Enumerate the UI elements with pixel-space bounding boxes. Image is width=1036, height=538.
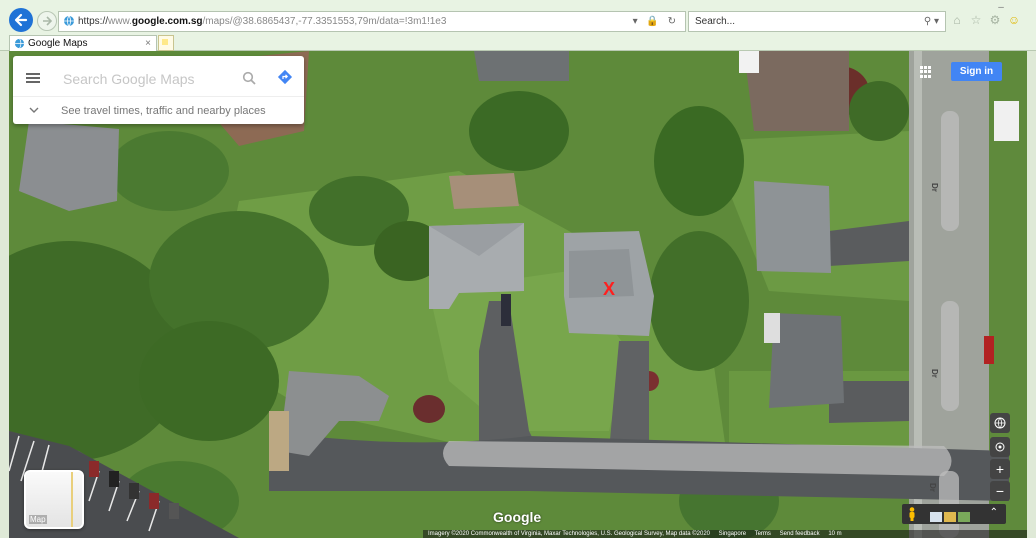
satellite-imagery bbox=[9, 51, 1027, 538]
minimize-icon[interactable]: – bbox=[998, 2, 1004, 13]
maps-search-input[interactable] bbox=[61, 68, 235, 90]
url-subdomain: www. bbox=[108, 16, 132, 27]
satellite-map[interactable]: X Dr Dr Dr See travel times, traffic and… bbox=[9, 51, 1027, 538]
search-dropdown-icon[interactable]: ⚲ ▾ bbox=[923, 16, 939, 27]
card-divider bbox=[13, 96, 304, 97]
browser-search-placeholder: Search... bbox=[695, 16, 736, 27]
scale-label[interactable]: 10 m bbox=[828, 531, 842, 537]
address-bar[interactable]: https://www.google.com.sg/maps/@38.68654… bbox=[58, 11, 686, 32]
map-layer-toggle[interactable]: Map bbox=[24, 470, 84, 529]
toolbar-icons: ⌂ ☆ ⚙ ☺ – bbox=[950, 2, 1030, 29]
arrow-right-icon bbox=[43, 16, 53, 26]
imagery-thumbnails[interactable] bbox=[930, 509, 972, 527]
tab-google-maps[interactable]: Google Maps × bbox=[9, 35, 157, 51]
feedback-smiley-icon[interactable]: ☺ bbox=[1007, 13, 1021, 27]
zoom-in-button[interactable]: + bbox=[990, 459, 1010, 479]
search-icon[interactable] bbox=[242, 71, 256, 85]
map-attribution: Imagery ©2020 Commonwealth of Virginia, … bbox=[423, 530, 1027, 538]
my-location-button[interactable] bbox=[990, 437, 1010, 457]
street-label: Dr bbox=[928, 483, 937, 492]
tab-title: Google Maps bbox=[28, 38, 88, 49]
sign-in-button[interactable]: Sign in bbox=[951, 62, 1002, 81]
google-logo: Google bbox=[493, 509, 542, 525]
chevron-down-icon[interactable] bbox=[29, 106, 39, 114]
expand-up-icon[interactable]: ⌃ bbox=[989, 507, 998, 518]
settings-gear-icon[interactable]: ⚙ bbox=[989, 13, 1001, 27]
street-view-bar: ⌃ bbox=[902, 504, 1006, 524]
tab-favicon-icon bbox=[14, 38, 25, 49]
url-text: https://www.google.com.sg/maps/@38.68654… bbox=[78, 12, 446, 31]
maps-search-card: See travel times, traffic and nearby pla… bbox=[13, 56, 304, 124]
travel-times-link[interactable]: See travel times, traffic and nearby pla… bbox=[61, 105, 266, 117]
hamburger-menu-icon[interactable] bbox=[26, 73, 40, 83]
new-tab-button[interactable] bbox=[158, 35, 174, 51]
url-path: /maps/@38.6865437,-77.3351553,79m/data=!… bbox=[202, 16, 447, 27]
url-scheme: https:// bbox=[78, 16, 109, 27]
street-label: Dr bbox=[930, 369, 939, 378]
tab-close-button[interactable]: × bbox=[145, 38, 151, 49]
google-apps-icon[interactable] bbox=[920, 66, 932, 78]
street-label: Dr bbox=[930, 183, 939, 192]
layer-label: Map bbox=[29, 515, 47, 524]
arrow-left-icon bbox=[14, 13, 28, 27]
region-link[interactable]: Singapore bbox=[718, 531, 747, 537]
globe-icon bbox=[994, 417, 1006, 429]
browser-search-box[interactable]: Search... ⚲ ▾ bbox=[688, 11, 946, 32]
attribution-text: Imagery ©2020 Commonwealth of Virginia, … bbox=[428, 531, 710, 537]
home-icon[interactable]: ⌂ bbox=[953, 13, 961, 27]
back-button[interactable] bbox=[9, 8, 33, 32]
browser-chrome: https://www.google.com.sg/maps/@38.68654… bbox=[0, 0, 1036, 51]
globe-view-button[interactable] bbox=[990, 413, 1010, 433]
favorites-star-icon[interactable]: ☆ bbox=[970, 13, 982, 27]
pegman-icon[interactable] bbox=[908, 507, 916, 521]
address-controls[interactable]: ▾ 🔒 ↻ bbox=[632, 16, 679, 27]
forward-button[interactable] bbox=[37, 11, 57, 31]
terms-link[interactable]: Terms bbox=[754, 531, 771, 537]
location-marker: X bbox=[603, 279, 616, 299]
location-target-icon bbox=[995, 442, 1005, 452]
directions-icon[interactable] bbox=[277, 69, 293, 85]
layer-thumbnail-road bbox=[71, 472, 73, 527]
zoom-out-button[interactable]: − bbox=[990, 481, 1010, 501]
send-feedback-link[interactable]: Send feedback bbox=[779, 531, 820, 537]
site-favicon-icon bbox=[64, 15, 74, 27]
url-host: google.com.sg bbox=[131, 16, 203, 27]
